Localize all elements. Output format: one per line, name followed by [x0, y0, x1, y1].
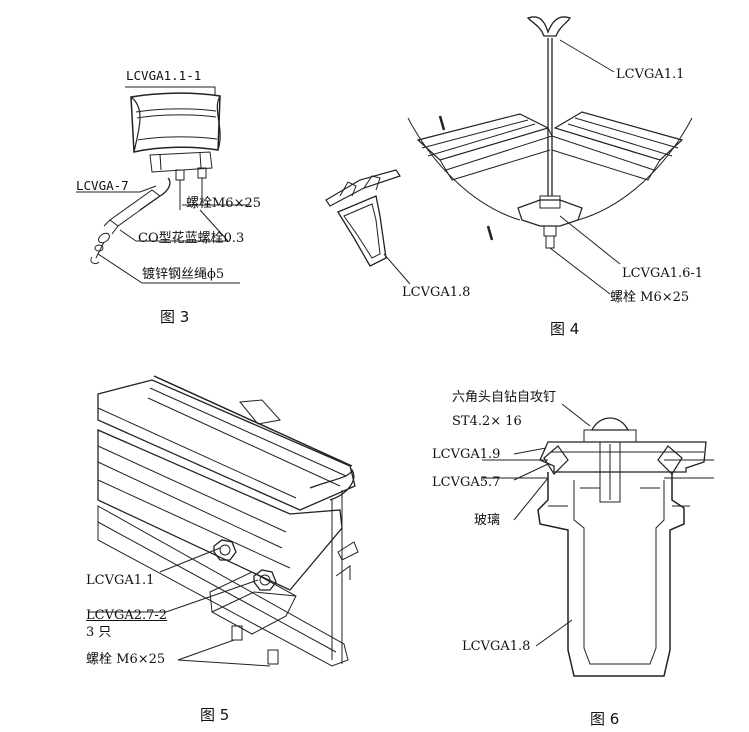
fig3-caption: 图 3: [160, 308, 190, 326]
fig3-label-top-part: LCVGA1.1-1: [126, 68, 202, 83]
fig4-label-bracket: LCVGA1.6-1: [622, 266, 704, 281]
fig5-drawing: [88, 375, 359, 667]
fig4-caption: 图 4: [550, 320, 580, 338]
fig6-drawing: [482, 403, 714, 677]
fig6-label-screw-spec: ST4.2× 16: [452, 414, 522, 429]
fig5-label-part: LCVGA1.1: [86, 573, 155, 588]
fig5-label-qty: 3 只: [86, 625, 112, 640]
fig3-label-bolt: 螺栓M6×25: [186, 196, 262, 211]
fig6-label-glass: 玻璃: [474, 513, 501, 528]
fig4-label-bolt: 螺栓 M6×25: [610, 290, 690, 305]
fig3-label-wire: 镀锌钢丝绳ϕ5: [142, 267, 225, 282]
fig3-label-turnbuckle: CO型花蓝螺栓0.3: [138, 231, 245, 246]
fig6-caption: 图 6: [590, 710, 620, 728]
fig3-drawing: [76, 86, 250, 284]
fig6-label-cap: LCVGA1.9: [432, 447, 501, 462]
fig6-label-gasket: LCVGA5.7: [432, 475, 501, 490]
fig4-label-ridge: LCVGA1.1: [616, 67, 685, 82]
fig5-label-bracket: LCVGA2.7-2: [86, 608, 168, 623]
fig3-label-hook-part: LCVGA-7: [76, 178, 129, 193]
fig6-label-screw: 六角头自钻自攻钉: [452, 390, 557, 405]
fig5-label-bolt: 螺栓 M6×25: [86, 652, 166, 667]
fig6-label-body: LCVGA1.8: [462, 639, 531, 654]
fig5-caption: 图 5: [200, 706, 230, 724]
fig4-drawing: [325, 16, 693, 295]
fig4-label-left-part: LCVGA1.8: [402, 285, 471, 300]
